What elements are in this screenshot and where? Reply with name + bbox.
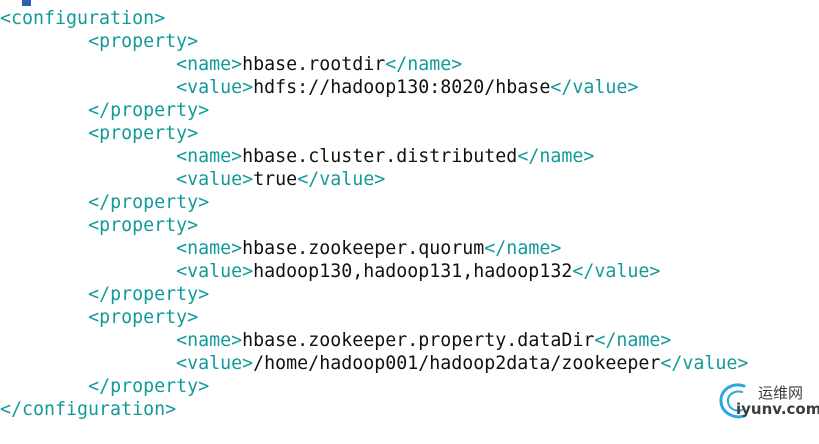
xml-tag: <value> xyxy=(176,261,254,282)
xml-tag: </property> xyxy=(88,192,210,213)
xml-tag: <configuration> xyxy=(0,8,166,29)
xml-tag: <name> xyxy=(176,238,243,259)
xml-tag: </value> xyxy=(572,261,661,282)
xml-tag: <value> xyxy=(176,353,254,374)
xml-tag: </property> xyxy=(88,376,210,397)
xml-tag: </property> xyxy=(88,284,210,305)
watermark-site-url: iyunv.com xyxy=(736,400,819,418)
code-line-property-open: <property> xyxy=(0,214,198,237)
swirl-logo-icon xyxy=(719,383,746,419)
xml-tag: </name> xyxy=(594,330,672,351)
xml-tag: </value> xyxy=(660,353,749,374)
xml-text: hbase.rootdir xyxy=(242,54,386,75)
xml-tag: <value> xyxy=(176,169,254,190)
xml-text: /home/hadoop001/hadoop2data/zookeeper xyxy=(253,353,661,374)
code-line-configuration-close: </configuration> xyxy=(0,398,176,421)
xml-tag: <name> xyxy=(176,146,243,167)
code-line-property-close: </property> xyxy=(0,99,209,122)
xml-text: hbase.cluster.distributed xyxy=(242,146,518,167)
code-line-name: <name>hbase.cluster.distributed</name> xyxy=(0,145,594,168)
watermark-site-name: 运维网 xyxy=(758,384,804,402)
xml-tag: <property> xyxy=(88,307,199,328)
xml-tag: </name> xyxy=(385,54,463,75)
code-line-value: <value>true</value> xyxy=(0,168,385,191)
code-line-property-open: <property> xyxy=(0,30,198,53)
xml-tag: </name> xyxy=(517,146,595,167)
xml-text: hadoop130,hadoop131,hadoop132 xyxy=(253,261,573,282)
xml-tag: <property> xyxy=(88,123,199,144)
code-line-property-close: </property> xyxy=(0,283,209,306)
code-line-name: <name>hbase.rootdir</name> xyxy=(0,53,462,76)
xml-tag: <property> xyxy=(88,215,199,236)
xml-tag: <name> xyxy=(176,54,243,75)
code-line-property-close: </property> xyxy=(0,191,209,214)
code-line-name: <name>hbase.zookeeper.quorum</name> xyxy=(0,237,561,260)
code-line-property-open: <property> xyxy=(0,122,198,145)
xml-text: hbase.zookeeper.quorum xyxy=(242,238,485,259)
xml-editor[interactable]: <configuration> <property> <name>hbase.r… xyxy=(0,7,748,444)
xml-text: true xyxy=(253,169,298,190)
xml-text: hdfs://hadoop130:8020/hbase xyxy=(253,77,551,98)
xml-tag: </configuration> xyxy=(0,399,177,420)
xml-tag: <property> xyxy=(88,31,199,52)
code-line-configuration-open: <configuration> xyxy=(0,7,165,30)
site-watermark: 运维网 iyunv.com xyxy=(714,380,819,422)
code-line-value: <value>hadoop130,hadoop131,hadoop132</va… xyxy=(0,260,660,283)
text-cursor xyxy=(22,0,31,6)
xml-tag: </value> xyxy=(297,169,386,190)
xml-tag: <name> xyxy=(176,330,243,351)
code-line-name: <name>hbase.zookeeper.property.dataDir</… xyxy=(0,329,671,352)
code-line-value: <value>hdfs://hadoop130:8020/hbase</valu… xyxy=(0,76,638,99)
code-line-value: <value>/home/hadoop001/hadoop2data/zooke… xyxy=(0,352,748,375)
xml-text: hbase.zookeeper.property.dataDir xyxy=(242,330,595,351)
code-line-property-open: <property> xyxy=(0,306,198,329)
xml-tag: </value> xyxy=(550,77,639,98)
xml-tag: </property> xyxy=(88,100,210,121)
xml-tag: </name> xyxy=(484,238,562,259)
xml-tag: <value> xyxy=(176,77,254,98)
code-line-property-close: </property> xyxy=(0,375,209,398)
